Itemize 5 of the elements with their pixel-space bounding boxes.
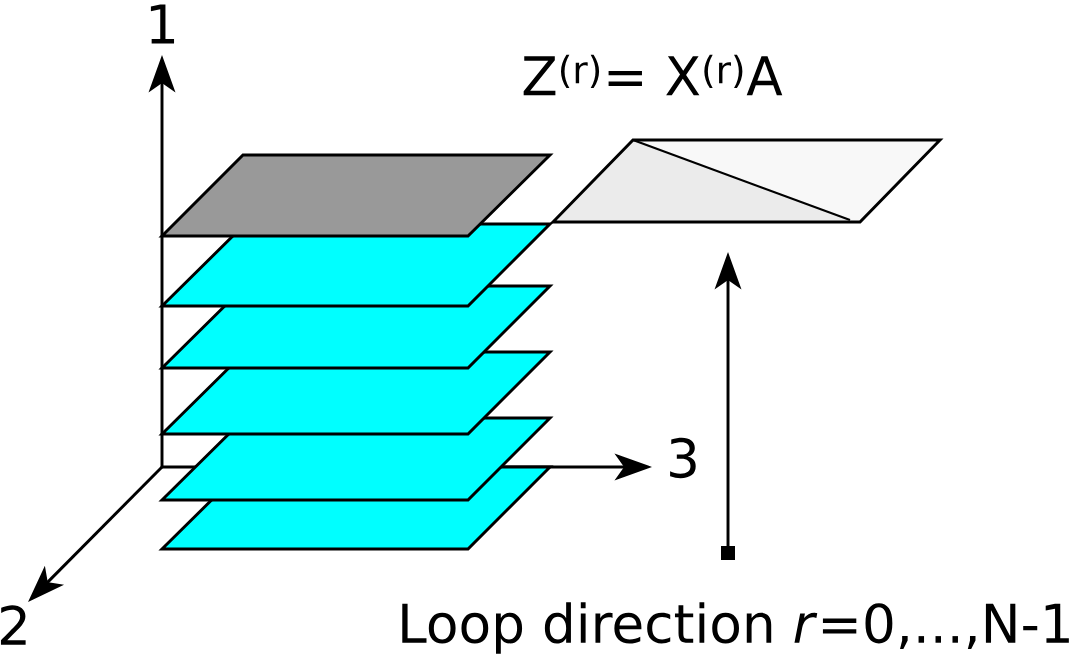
loop-label: Loop direction r=0,...,N-1 [402,602,1069,654]
formula: Z$^{(r)}$= X$^{(r)}$A [523,54,783,96]
axis-label: 2 [0,605,26,645]
axis-label: 3 [670,437,696,479]
axis-label: 1 [150,4,175,44]
